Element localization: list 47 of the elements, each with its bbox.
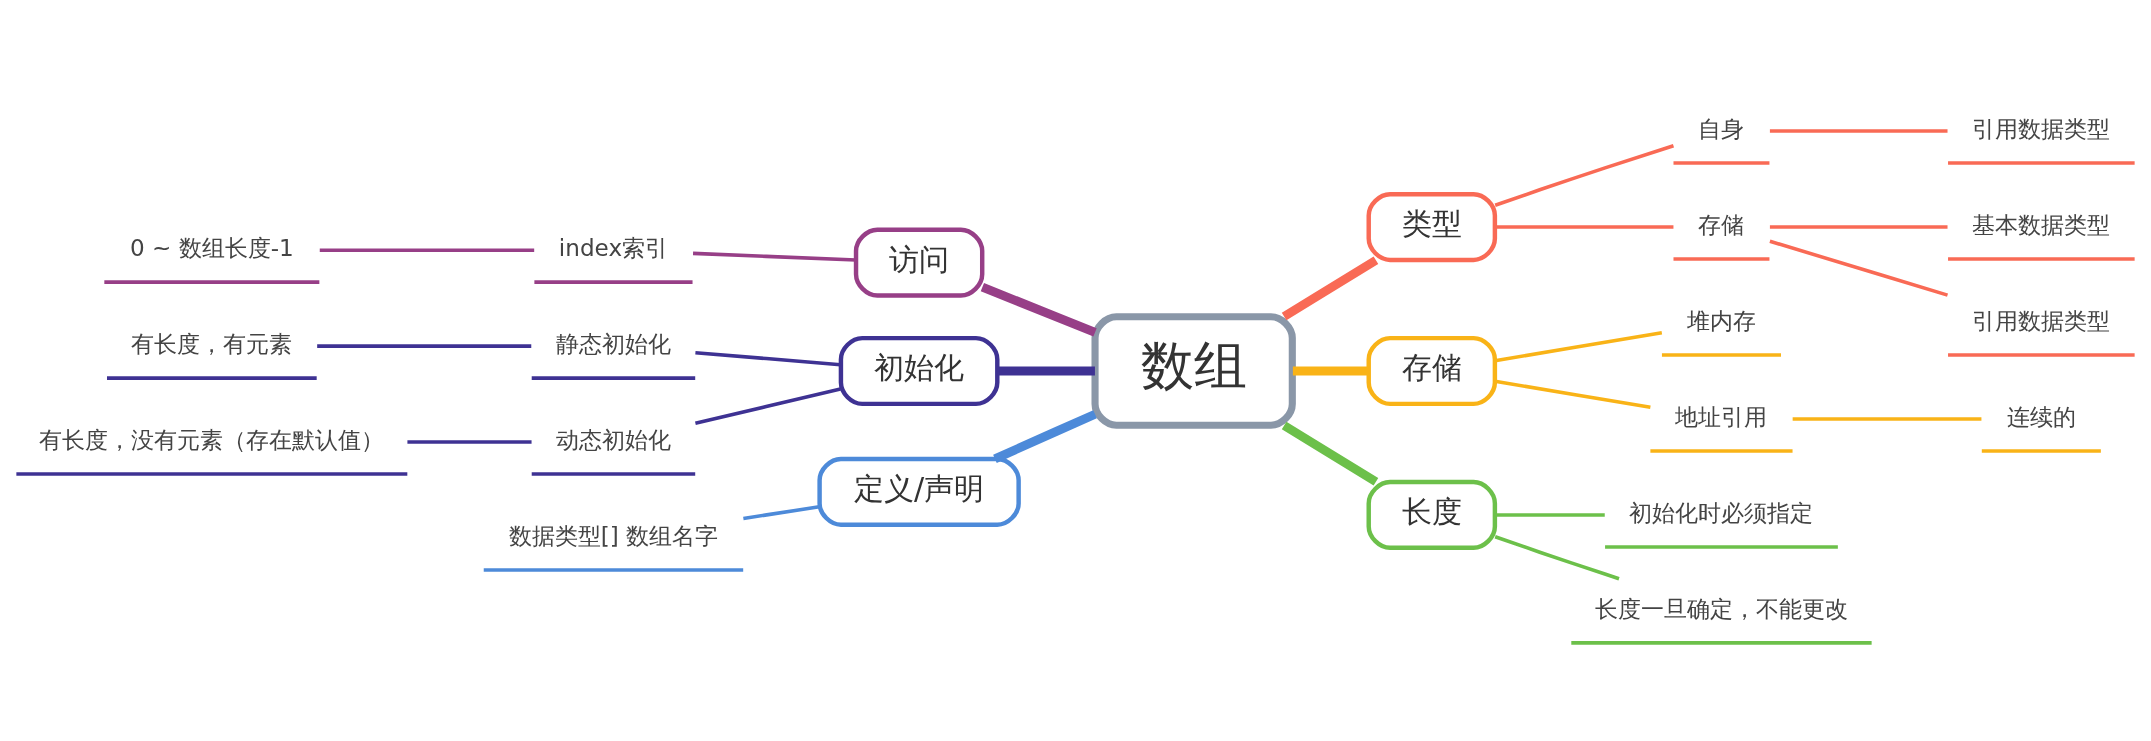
node-text: 有长度，没有元素（存在默认值） [39, 426, 385, 453]
node-box: 访问 [853, 227, 985, 298]
node-text: 地址引用 [1675, 403, 1768, 430]
node-text: index索引 [558, 234, 669, 261]
node-text: 连续的 [2006, 403, 2076, 430]
node-text: 动态初始化 [555, 426, 671, 453]
connector [743, 504, 820, 520]
connector [997, 366, 1095, 375]
connector [1281, 421, 1379, 486]
node-box: 长度 [1366, 479, 1498, 550]
connector [317, 343, 532, 348]
connector [993, 409, 1097, 463]
node-text: 初始化时必须指定 [1629, 499, 1814, 526]
node-text: 存储 [1698, 211, 1745, 238]
connector [1281, 255, 1379, 320]
node-text: 有长度，有元素 [131, 330, 293, 357]
node-box: 存储 [1366, 335, 1498, 406]
node-text: 基本数据类型 [1972, 211, 2111, 238]
node-text: 0 ~ 数组长度-1 [129, 234, 294, 261]
connector [1792, 416, 1982, 421]
node-text: 引用数据类型 [1972, 307, 2111, 334]
node-box: 类型 [1366, 191, 1498, 262]
connector [407, 439, 532, 444]
node-text: 引用数据类型 [1972, 115, 2111, 142]
connector [1769, 224, 1948, 229]
connector [1494, 330, 1663, 362]
connector [1292, 366, 1369, 375]
connector [1494, 143, 1675, 207]
node-box: 数组 [1091, 312, 1296, 429]
node-text: 数据类型[] 数组名字 [508, 522, 719, 549]
connector [980, 282, 1097, 336]
connector [695, 350, 841, 366]
connector [1494, 512, 1605, 517]
connector [1769, 239, 1949, 297]
connector [319, 247, 535, 252]
connector [1494, 224, 1674, 229]
node-box: 定义/声明 [817, 456, 1021, 527]
node-box: 初始化 [838, 335, 1000, 406]
connector [695, 386, 841, 425]
connector [1494, 534, 1620, 580]
node-text: 堆内存 [1686, 307, 1756, 334]
connector [1494, 379, 1651, 409]
node-text: 长度一旦确定，不能更改 [1594, 595, 1848, 622]
connector [692, 251, 857, 262]
node-text: 静态初始化 [555, 330, 671, 357]
node-text: 自身 [1698, 115, 1745, 142]
connector [1769, 128, 1948, 133]
